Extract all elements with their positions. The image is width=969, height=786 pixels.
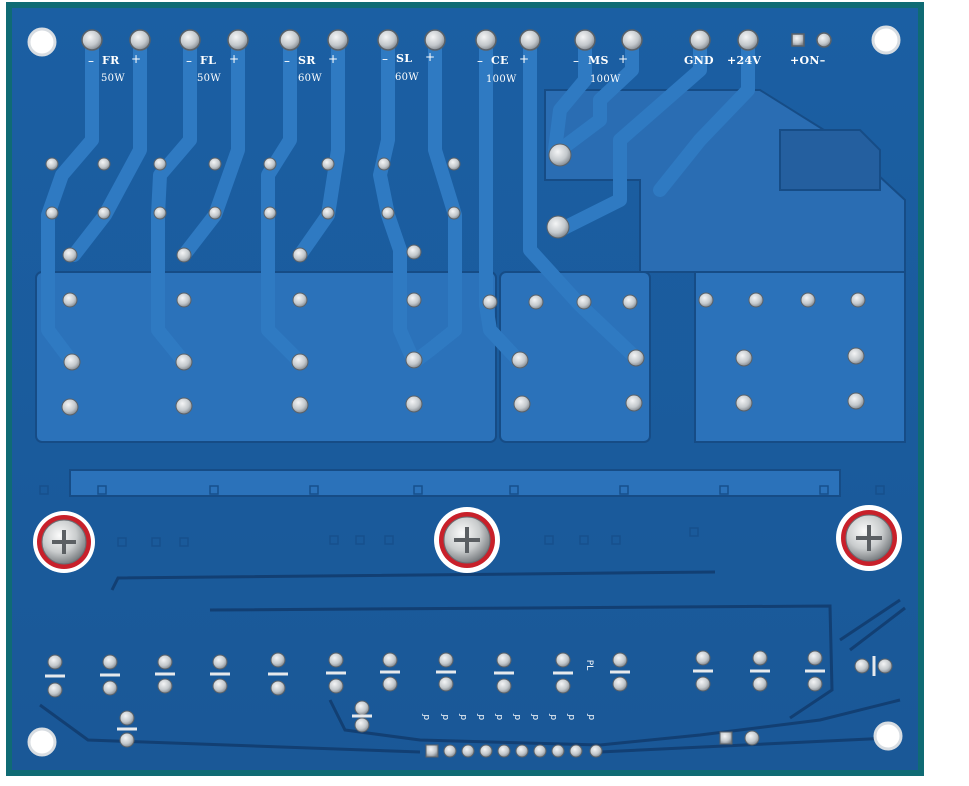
ce-minus-label: – xyxy=(477,54,483,68)
header-label-1: ɗ xyxy=(422,713,433,721)
bottom-pad-bars xyxy=(45,656,876,731)
fl-power-label: 50W xyxy=(197,73,221,84)
header-label-5: ɗ xyxy=(495,713,506,721)
fr-power-label: 50W xyxy=(101,73,125,84)
sl-power-label: 60W xyxy=(395,72,419,83)
lower-traces xyxy=(39,570,906,754)
sl-minus-label: – xyxy=(382,52,388,66)
sr-channel-label: SR xyxy=(298,54,316,67)
sr-minus-label: – xyxy=(284,54,290,68)
through-hole-pads xyxy=(45,143,866,416)
center-screw xyxy=(434,507,500,573)
vin-label: +24V xyxy=(727,54,762,67)
left-screw xyxy=(33,511,95,573)
gnd-label: GND xyxy=(684,54,714,67)
header-label-4: ɗ xyxy=(477,713,488,721)
header-label-9: ɗ xyxy=(567,713,578,721)
header-label-10: ɗ xyxy=(587,713,598,721)
fl-channel-label: FL xyxy=(200,54,217,67)
ce-plus-label: + xyxy=(519,52,530,66)
header-label-3: ɗ xyxy=(459,713,470,721)
ce-power-label: 100W xyxy=(486,74,517,85)
mounting-holes xyxy=(27,25,903,757)
side-silkscreen-label: PL xyxy=(584,659,595,671)
header-label-7: ɗ xyxy=(531,713,542,721)
ms-power-label: 100W xyxy=(590,74,621,85)
fl-minus-label: – xyxy=(186,54,192,68)
header-label-2: ɗ xyxy=(441,713,452,721)
silkscreen-marks xyxy=(39,485,885,547)
ms-channel-label: MS xyxy=(588,54,609,67)
fr-minus-label: – xyxy=(88,54,94,68)
sr-plus-label: + xyxy=(328,52,339,66)
sr-power-label: 60W xyxy=(298,73,322,84)
sl-plus-label: + xyxy=(425,50,436,64)
on-switch-label: +ON– xyxy=(790,54,826,67)
header-label-6: ɗ xyxy=(513,713,524,721)
fr-channel-label: FR xyxy=(102,54,120,67)
connector-pads xyxy=(81,29,832,51)
header-pins xyxy=(425,744,603,758)
fr-plus-label: + xyxy=(131,52,142,66)
ms-plus-label: + xyxy=(618,52,629,66)
fl-plus-label: + xyxy=(229,52,240,66)
right-screw xyxy=(836,505,902,571)
bottom-pads xyxy=(47,650,893,748)
ce-channel-label: CE xyxy=(491,54,509,67)
ms-minus-label: – xyxy=(573,54,579,68)
header-label-8: ɗ xyxy=(549,713,560,721)
sl-channel-label: SL xyxy=(396,52,413,65)
